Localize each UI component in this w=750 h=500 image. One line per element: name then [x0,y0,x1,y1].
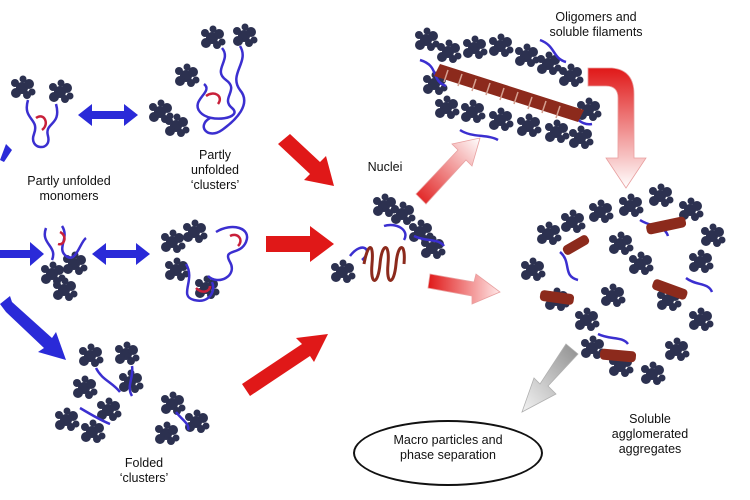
partly-unfolded-monomers-mid [41,225,88,301]
oligomer-filament [415,27,602,149]
partly-unfolded-monomer-top [11,75,74,149]
label-line: Partly unfolded [27,174,111,188]
double-arrow-left-to-folded [0,296,66,360]
label-line: phase separation [400,448,496,462]
partly-unfolded-cluster-mid [161,219,249,302]
label-folded-clusters: Folded ‘clusters’ [104,456,184,486]
soluble-aggregates [521,183,726,385]
label-line: soluble filaments [549,25,643,39]
folded-clusters [55,341,210,445]
label-line: Soluble [629,412,671,426]
arrow-folded-to-nuclei [242,334,328,396]
label-line: Oligomers and [555,10,637,24]
label-line: ‘clusters’ [119,471,169,485]
arrow-oligomers-to-aggregates [587,67,647,189]
nuclei-structure [331,193,446,283]
arrow-aggregates-to-macro [521,343,579,413]
arrow-clusters-to-nuclei-top [278,134,334,186]
label-line: unfolded [191,163,239,177]
label-line: Partly [199,148,231,162]
label-line: Folded [124,456,164,470]
label-soluble-aggregates: Soluble agglomerated aggregates [600,412,700,457]
label-line: monomers [39,189,99,203]
arrow-nuclei-to-oligomers [415,137,481,205]
label-partly-unfolded-monomers: Partly unfolded monomers [14,174,124,204]
arrow-clusters-to-nuclei-mid [266,226,334,262]
arrow-nuclei-to-aggregates [427,273,501,305]
macro-particles-ellipse [353,420,543,486]
label-nuclei: Nuclei [350,160,420,175]
arrow-left-mid-edge [0,242,44,266]
label-line: aggregates [618,442,682,456]
label-line: ‘clusters’ [190,178,240,192]
label-line: agglomerated [611,427,689,441]
label-line: Nuclei [367,160,403,174]
label-oligomers: Oligomers and soluble filaments [536,10,656,40]
label-line: Macro particles and [393,433,503,447]
double-arrow-monomer-to-clusters-top [78,104,138,126]
equilibrium-arrows [0,104,150,360]
label-macro-particles: Macro particles and phase separation [353,433,543,463]
double-arrow-monomer-to-clusters-mid [92,243,150,265]
arrow-left-top-edge [0,144,12,162]
growth-arrows [242,67,647,396]
label-partly-unfolded-clusters: Partly unfolded ‘clusters’ [180,148,250,193]
partly-unfolded-cluster-top [149,23,258,137]
